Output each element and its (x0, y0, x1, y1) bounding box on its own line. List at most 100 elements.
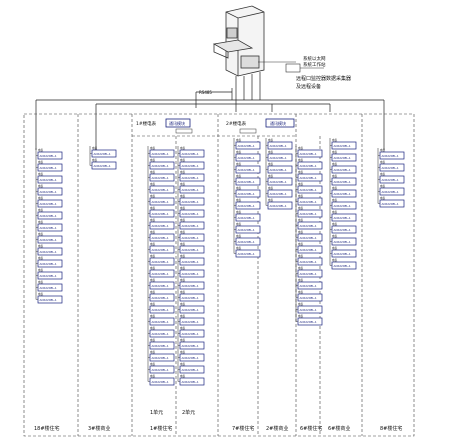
meter-model: ACR220EL-1 (94, 164, 111, 168)
meter-column: 电表ACR220EL-1电表ACR220EL-1电表ACR220EL-1电表AC… (147, 146, 175, 386)
meter-model: ACR220EL-1 (300, 272, 317, 276)
meter-box (179, 329, 205, 338)
meter-label: 电表 (38, 268, 44, 272)
meter-box (267, 177, 293, 186)
meter-label: 电表 (150, 338, 156, 342)
meter-label: 电表 (332, 150, 338, 154)
meter-model: ACR220EL-1 (300, 188, 317, 192)
meter-label: 电表 (180, 146, 186, 150)
meter-box (331, 189, 357, 198)
meter-box (235, 213, 261, 222)
meter-box (379, 199, 405, 208)
meter-label: 电表 (298, 266, 304, 270)
meter-model: ACR220EL-1 (238, 252, 255, 256)
meter-label: 电表 (150, 194, 156, 198)
meter-model: ACR220EL-1 (152, 164, 169, 168)
meter-module: 电表 ACR220EL-1 (330, 150, 357, 162)
meter-model: ACR220EL-1 (270, 180, 287, 184)
meter-model: ACR220EL-1 (152, 188, 169, 192)
meter-model: ACR220EL-1 (40, 298, 57, 302)
building-label: 6#楼商业 (328, 425, 350, 432)
meter-label: 电表 (38, 256, 44, 260)
meter-box (379, 163, 405, 172)
group-1-title: 1#楼电表 (136, 120, 157, 127)
meter-label: 电表 (150, 158, 156, 162)
meter-label: 电表 (180, 242, 186, 246)
meter-box (91, 161, 117, 170)
meter-box (179, 233, 205, 242)
meter-label: 电表 (38, 244, 44, 248)
server-label-2: 系统工作站 (303, 61, 326, 68)
meter-model: ACR220EL-1 (382, 166, 399, 170)
meter-label: 电表 (332, 174, 338, 178)
meter-model: ACR220EL-1 (300, 176, 317, 180)
meter-model: ACR220EL-1 (238, 144, 255, 148)
meter-label: 电表 (180, 182, 186, 186)
meter-box (331, 201, 357, 210)
meter-label: 电表 (150, 266, 156, 270)
meter-box (297, 269, 323, 278)
meter-box (297, 257, 323, 266)
building-label: 8#楼住宅 (380, 425, 402, 432)
meter-column: 电表ACR220EL-1电表ACR220EL-1电表ACR220EL-1电表AC… (233, 138, 261, 258)
meter-label: 电表 (268, 198, 274, 202)
meter-label: 电表 (332, 210, 338, 214)
meter-label: 电表 (150, 374, 156, 378)
meter-box (235, 177, 261, 186)
meter-label: 电表 (298, 254, 304, 258)
meter-label: 电表 (298, 170, 304, 174)
meter-box (179, 269, 205, 278)
meter-box (149, 173, 175, 182)
meter-box (331, 249, 357, 258)
meter-model: ACR220EL-1 (152, 152, 169, 156)
meter-column: 电表ACR220EL-1电表ACR220EL-1电表ACR220EL-1电表AC… (177, 146, 205, 386)
meter-box (149, 197, 175, 206)
group-1-switch (165, 118, 191, 128)
meter-model: ACR220EL-1 (382, 154, 399, 158)
meter-box (179, 221, 205, 230)
meter-label: 电表 (180, 194, 186, 198)
meter-box (297, 221, 323, 230)
meter-label: 电表 (236, 162, 242, 166)
meter-model: ACR220EL-1 (182, 224, 199, 228)
meter-box (37, 175, 63, 184)
meter-model: ACR220EL-1 (300, 308, 317, 312)
meter-module: 电表 ACR220EL-1 (296, 170, 323, 182)
meter-box (235, 153, 261, 162)
meter-label: 电表 (236, 234, 242, 238)
meter-label: 电表 (180, 254, 186, 258)
meter-model: ACR220EL-1 (40, 226, 57, 230)
meter-label: 电表 (298, 230, 304, 234)
building-label: 7#楼住宅 (232, 425, 254, 432)
meter-label: 电表 (236, 150, 242, 154)
meter-label: 电表 (268, 138, 274, 142)
meter-box (179, 317, 205, 326)
meter-model: ACR220EL-1 (300, 152, 317, 156)
meter-model: ACR220EL-1 (334, 156, 351, 160)
